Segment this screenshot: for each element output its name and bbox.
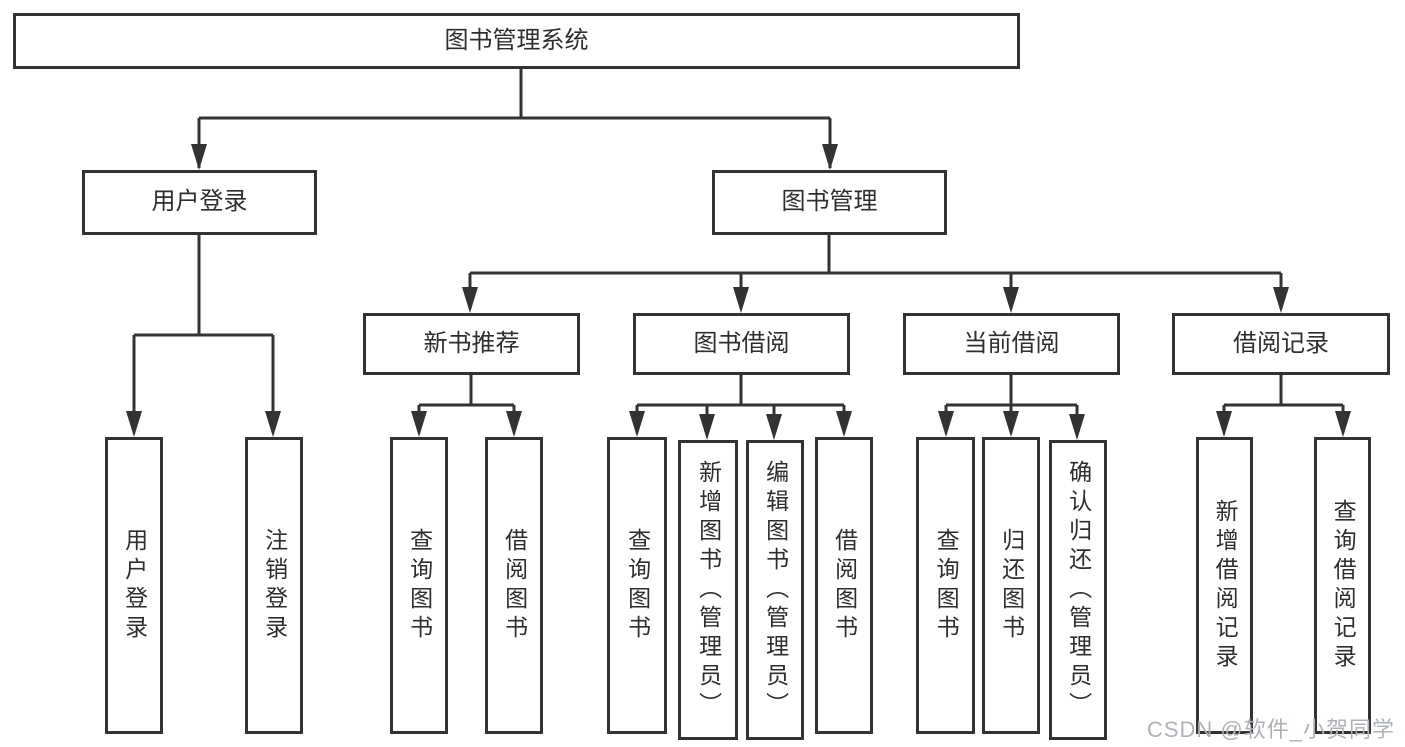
node-user-login: 用户登录 bbox=[82, 170, 317, 235]
leaf-records-add-record: 新增借阅记录 bbox=[1196, 437, 1253, 734]
leaf-user-login: 用户登录 bbox=[105, 437, 163, 734]
node-borrowing-records: 借阅记录 bbox=[1172, 313, 1390, 375]
arrowhead-icon bbox=[191, 144, 207, 170]
arrowhead-icon bbox=[766, 414, 782, 440]
leaf-recommend-borrow-books: 借阅图书 bbox=[485, 437, 543, 734]
leaf-borrowing-add-books-admin-label: 新增图书（管理员） bbox=[695, 459, 722, 721]
leaf-borrowing-borrow-books-label: 借阅图书 bbox=[831, 527, 858, 644]
node-book-borrowing: 图书借阅 bbox=[633, 313, 850, 375]
arrowhead-icon bbox=[126, 411, 142, 437]
node-book-borrowing-label: 图书借阅 bbox=[693, 329, 790, 357]
leaf-logout-login-label: 注销登录 bbox=[261, 527, 288, 644]
arrowhead-icon bbox=[411, 411, 427, 437]
arrowhead-icon bbox=[1003, 287, 1019, 313]
leaf-recommend-query-books-label: 查询图书 bbox=[406, 527, 433, 644]
arrowhead-icon bbox=[699, 414, 715, 440]
node-new-book-recommendation-label: 新书推荐 bbox=[423, 329, 520, 357]
leaf-current-query-books-label: 查询图书 bbox=[933, 527, 960, 644]
leaf-current-query-books: 查询图书 bbox=[916, 437, 975, 734]
leaf-current-confirm-return-admin-label: 确认归还（管理员） bbox=[1065, 459, 1092, 721]
leaf-borrowing-add-books-admin: 新增图书（管理员） bbox=[678, 440, 738, 740]
arrowhead-icon bbox=[629, 411, 645, 437]
leaf-records-add-record-label: 新增借阅记录 bbox=[1212, 498, 1239, 673]
leaf-recommend-borrow-books-label: 借阅图书 bbox=[501, 527, 528, 644]
arrowhead-icon bbox=[1069, 414, 1085, 440]
arrowhead-icon bbox=[733, 287, 749, 313]
leaf-logout-login: 注销登录 bbox=[245, 437, 303, 734]
arrowhead-icon bbox=[1335, 411, 1351, 437]
arrowhead-icon bbox=[1216, 411, 1232, 437]
leaf-borrowing-query-books: 查询图书 bbox=[607, 437, 667, 734]
arrowhead-icon bbox=[822, 144, 838, 170]
node-book-management: 图书管理 bbox=[712, 170, 947, 235]
node-new-book-recommendation: 新书推荐 bbox=[363, 313, 580, 375]
node-current-borrowing: 当前借阅 bbox=[903, 313, 1120, 375]
tree-edges bbox=[132, 69, 1345, 435]
arrowhead-icon bbox=[1273, 287, 1289, 313]
leaf-records-query-record: 查询借阅记录 bbox=[1314, 437, 1371, 734]
leaf-borrowing-edit-books-admin: 编辑图书（管理员） bbox=[746, 440, 804, 740]
node-system-root: 图书管理系统 bbox=[13, 13, 1020, 69]
arrowhead-icon bbox=[506, 411, 522, 437]
node-system-root-label: 图书管理系统 bbox=[444, 26, 589, 54]
leaf-records-query-record-label: 查询借阅记录 bbox=[1330, 498, 1357, 673]
leaf-current-return-books: 归还图书 bbox=[982, 437, 1040, 734]
leaf-user-login-label: 用户登录 bbox=[121, 527, 148, 644]
node-book-management-label: 图书管理 bbox=[781, 188, 878, 216]
leaf-borrowing-borrow-books: 借阅图书 bbox=[815, 437, 873, 734]
arrowhead-icon bbox=[1003, 411, 1019, 437]
arrowhead-icon bbox=[938, 411, 954, 437]
leaf-borrowing-query-books-label: 查询图书 bbox=[624, 527, 651, 644]
arrowhead-icon bbox=[462, 287, 478, 313]
leaf-current-confirm-return-admin: 确认归还（管理员） bbox=[1049, 440, 1107, 740]
leaf-borrowing-edit-books-admin-label: 编辑图书（管理员） bbox=[762, 459, 789, 721]
arrowheads bbox=[126, 144, 1351, 440]
node-current-borrowing-label: 当前借阅 bbox=[963, 329, 1060, 357]
arrowhead-icon bbox=[265, 411, 281, 437]
arrowhead-icon bbox=[836, 411, 852, 437]
node-user-login-label: 用户登录 bbox=[151, 188, 248, 216]
leaf-recommend-query-books: 查询图书 bbox=[390, 437, 448, 734]
node-borrowing-records-label: 借阅记录 bbox=[1233, 329, 1329, 357]
leaf-current-return-books-label: 归还图书 bbox=[998, 527, 1025, 644]
